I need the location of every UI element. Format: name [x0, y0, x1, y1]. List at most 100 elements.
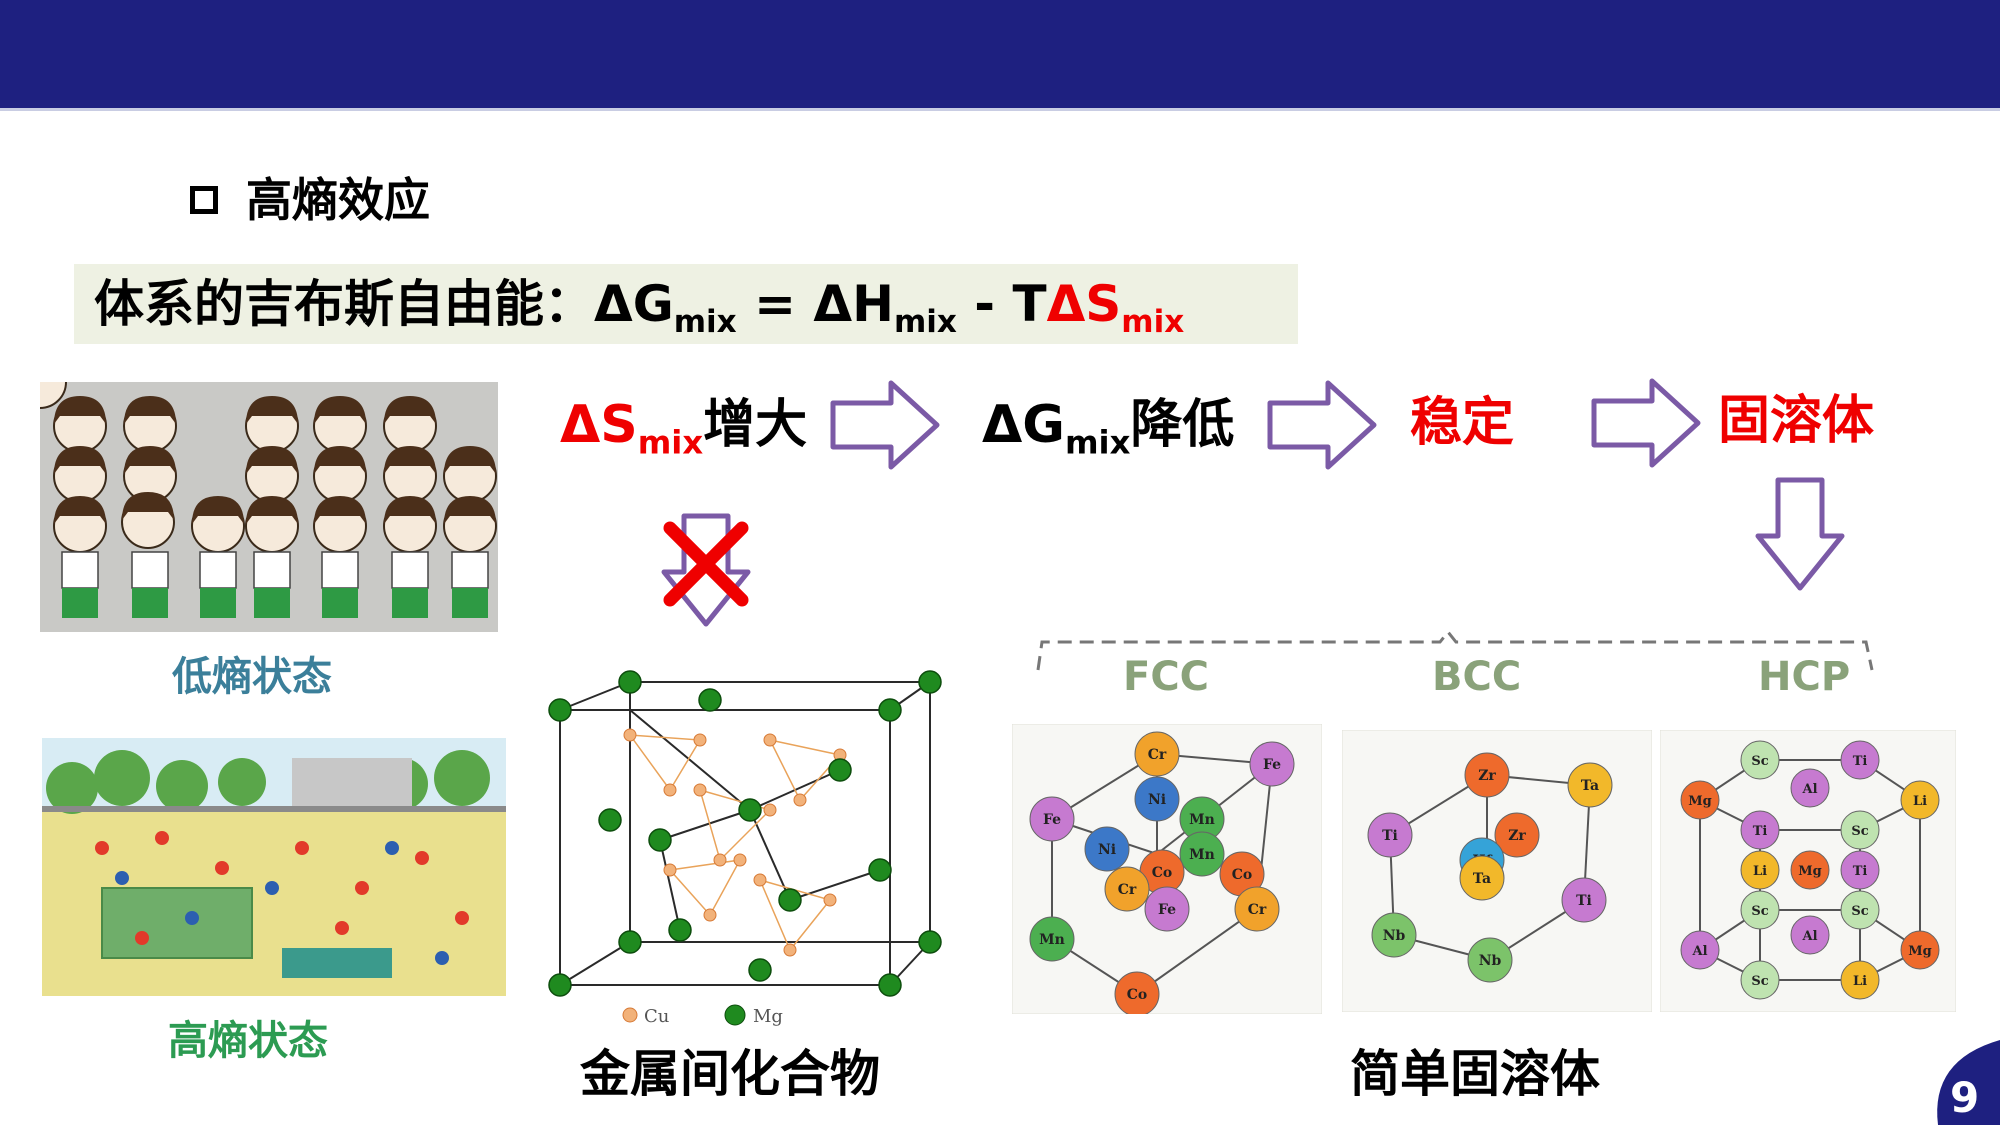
atom-al — [1680, 930, 1720, 970]
atom-label: Li — [1753, 864, 1767, 879]
atom-label: Cr — [1148, 747, 1167, 763]
legend-mg-label: Mg — [753, 1006, 783, 1027]
atom-label: Co — [1232, 867, 1252, 883]
formula-sub-h: mix — [893, 303, 957, 340]
atom-sc — [1840, 810, 1880, 850]
atom-mn — [1179, 831, 1225, 877]
atom-fe — [1249, 741, 1295, 787]
atom-ti — [1367, 812, 1413, 858]
atom-mg — [1680, 780, 1720, 820]
atom-label: Zr — [1508, 828, 1526, 844]
lattice-bracket — [1036, 629, 1874, 671]
atom-label: Ti — [1753, 824, 1768, 839]
formula-entropy-symbol: ΔS — [1046, 275, 1122, 333]
legend-cu-label: Cu — [644, 1006, 669, 1027]
atom-ti — [1740, 810, 1780, 850]
atom-fe — [1144, 886, 1190, 932]
atom-label: Zr — [1478, 768, 1496, 784]
atom-zr — [1464, 752, 1510, 798]
atom-fe — [1029, 796, 1075, 842]
flow-step-stable: 稳定 — [1410, 393, 1515, 453]
atom-cr — [1134, 731, 1180, 777]
arrow-right-icon-2 — [1270, 383, 1374, 467]
flow-step-solid-solution: 固溶体 — [1718, 391, 1875, 451]
atom-label: Co — [1152, 865, 1172, 881]
atom-ta — [1567, 762, 1613, 808]
caption-intermetallic: 金属间化合物 — [580, 1045, 880, 1103]
atom-label: Al — [1801, 929, 1817, 944]
bullet-square-icon — [190, 186, 218, 214]
atom-label: Mg — [1688, 794, 1711, 809]
low-entropy-illustration — [40, 382, 498, 632]
atom-sc — [1840, 890, 1880, 930]
atom-cr — [1234, 886, 1280, 932]
formula-prefix: 体系的吉布斯自由能：ΔG — [94, 275, 674, 333]
flow-step-entropy-increase: ΔSmix增大 — [560, 390, 807, 460]
formula-mid-h: = ΔH — [736, 275, 894, 333]
legend-mg-marker — [724, 1004, 746, 1026]
atom-al — [1790, 915, 1830, 955]
formula-sub-s: mix — [1121, 303, 1185, 340]
formula-sub-g: mix — [673, 303, 737, 340]
atom-label: Ta — [1581, 778, 1599, 794]
step2-symbol: ΔG — [982, 395, 1065, 455]
caption-low-entropy: 低熵状态 — [172, 654, 332, 700]
atom-co — [1114, 971, 1160, 1014]
atom-zr — [1494, 812, 1540, 858]
atom-ti — [1840, 850, 1880, 890]
arrow-down-icon-right — [1758, 480, 1842, 588]
atom-label: Fe — [1263, 757, 1281, 773]
atom-label: Mn — [1189, 812, 1215, 828]
legend-cu-marker — [622, 1007, 638, 1023]
step1-symbol: ΔS — [560, 395, 638, 455]
gibbs-formula: 体系的吉布斯自由能：ΔGmix = ΔHmix - TΔSmix — [94, 268, 1184, 340]
atom-label: Ni — [1148, 792, 1166, 808]
atom-label: Al — [1801, 782, 1817, 797]
atom-al — [1790, 768, 1830, 808]
atom-label: Li — [1913, 794, 1927, 809]
atom-mn — [1029, 916, 1075, 962]
step2-text: 降低 — [1130, 395, 1235, 455]
high-entropy-illustration — [42, 738, 506, 996]
atom-label: Cr — [1248, 902, 1267, 918]
atom-label: Sc — [1751, 754, 1768, 769]
atom-label: Mg — [1908, 944, 1931, 959]
section-heading: 高熵效应 — [246, 173, 430, 227]
intermetallic-structure: Cu Mg — [548, 670, 942, 1027]
atom-ni — [1134, 776, 1180, 822]
header-divider — [0, 108, 2000, 111]
atom-ti — [1840, 740, 1880, 780]
arrow-right-icon-1 — [833, 383, 937, 467]
atom-li — [1900, 780, 1940, 820]
atom-li — [1840, 960, 1880, 1000]
caption-high-entropy: 高熵状态 — [168, 1018, 328, 1064]
atom-cr — [1104, 866, 1150, 912]
atom-label: Ti — [1853, 754, 1868, 769]
step2-sub: mix — [1064, 423, 1131, 462]
lattice-label-bcc: BCC — [1432, 654, 1522, 700]
flow-step-gibbs-decrease: ΔGmix降低 — [982, 390, 1234, 460]
atom-label: Ta — [1473, 871, 1491, 887]
step1-sub: mix — [637, 423, 704, 462]
atom-label: Al — [1691, 944, 1707, 959]
atom-label: Li — [1853, 974, 1867, 989]
formula-mid-t: - T — [956, 275, 1047, 333]
atom-label: Ti — [1576, 893, 1592, 909]
atom-label: Mn — [1189, 847, 1215, 863]
atom-label: Nb — [1479, 953, 1502, 969]
atom-label: Ni — [1098, 842, 1116, 858]
lattice-label-hcp: HCP — [1758, 654, 1851, 700]
atom-label: Fe — [1158, 902, 1176, 918]
caption-solid-solution: 简单固溶体 — [1350, 1045, 1600, 1103]
atom-label: Ti — [1382, 828, 1398, 844]
atom-label: Sc — [1851, 824, 1868, 839]
atom-label: Cr — [1118, 882, 1137, 898]
atom-label: Mn — [1039, 932, 1065, 948]
atom-label: Mg — [1798, 864, 1821, 879]
atom-mg — [1900, 930, 1940, 970]
atom-label: Fe — [1043, 812, 1061, 828]
atom-ta — [1459, 855, 1505, 901]
